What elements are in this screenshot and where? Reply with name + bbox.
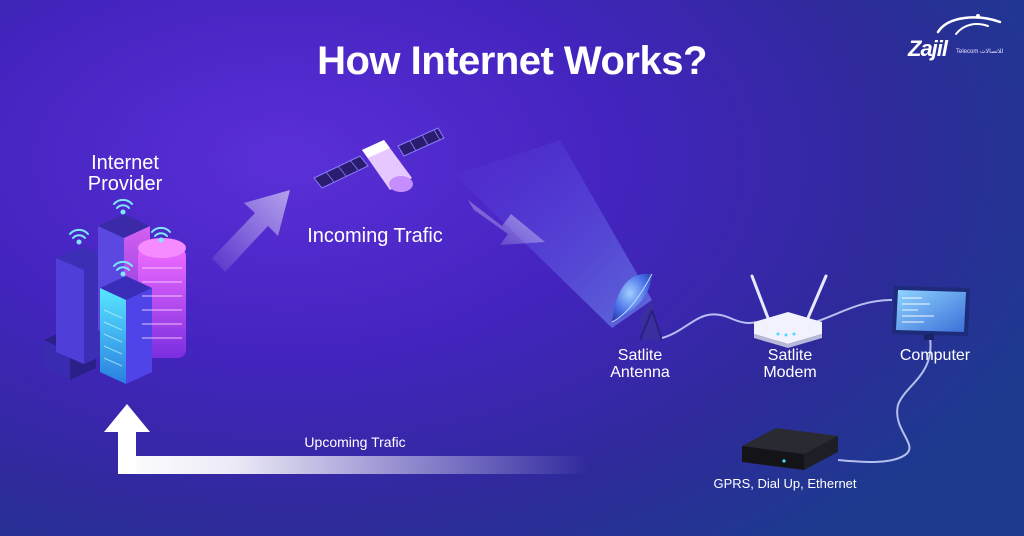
label-computer: Computer <box>899 347 971 364</box>
satellite-dish-icon <box>611 273 663 341</box>
label-connection-types: GPRS, Dial Up, Ethernet <box>713 476 857 491</box>
logo-mark-icon <box>936 14 1002 35</box>
signal-beam <box>455 140 652 328</box>
arrow-icon <box>468 200 545 245</box>
label-satellite-antenna: Satlite Antenna <box>610 347 670 381</box>
label-internet-provider: Internet Provider <box>87 152 163 195</box>
wifi-icon <box>69 198 171 277</box>
logo-word: Zajil <box>908 36 948 61</box>
monitor-icon <box>892 286 970 340</box>
brand-logo: Zajil Telecom للاتصالات <box>908 12 1008 62</box>
label-upcoming-traffic: Upcoming Trafic <box>304 434 406 450</box>
cable <box>661 299 932 464</box>
set-top-box-icon <box>742 428 838 470</box>
page-title: How Internet Works? <box>317 39 707 83</box>
logo-subtitle: Telecom للاتصالات <box>956 49 1004 55</box>
label-incoming-traffic: Incoming Trafic <box>307 225 443 247</box>
upcoming-arrow-icon <box>104 404 588 474</box>
buildings-icon <box>44 214 186 384</box>
router-icon <box>750 274 828 348</box>
satellite-icon <box>313 127 445 192</box>
label-satellite-modem: Satlite Modem <box>763 347 817 381</box>
arrow-icon <box>212 190 290 272</box>
